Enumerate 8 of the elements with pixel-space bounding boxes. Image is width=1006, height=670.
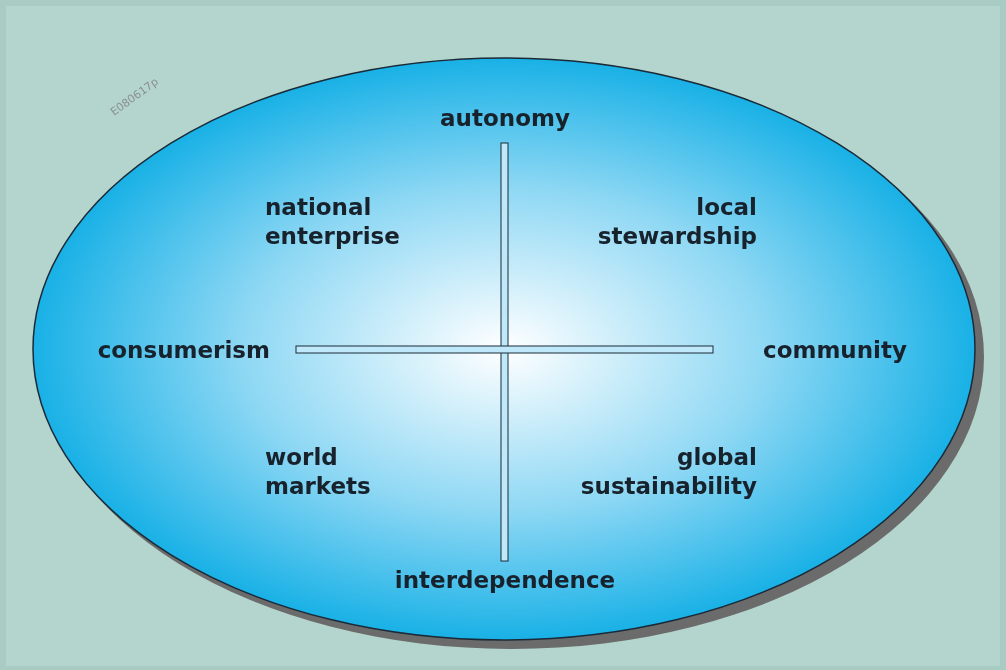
- quadrant-label: global sustainability: [579, 443, 757, 501]
- axis-label: autonomy: [440, 104, 570, 133]
- quadrant-label: national enterprise: [265, 193, 401, 251]
- quadrant-label: local stewardship: [596, 193, 757, 251]
- axis-label: community: [763, 336, 907, 365]
- axis-label: interdependence: [394, 566, 616, 595]
- quadrant-label: world markets: [265, 443, 372, 501]
- axis-label: consumerism: [97, 336, 270, 365]
